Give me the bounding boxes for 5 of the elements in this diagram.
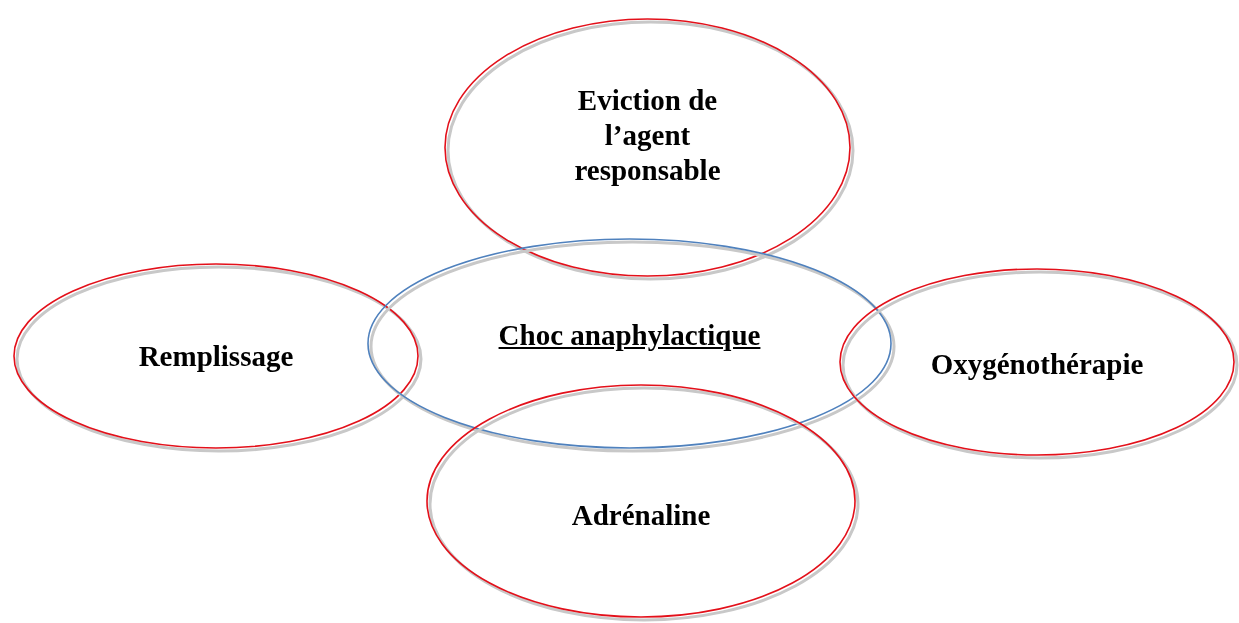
node-label: Choc anaphylactique: [498, 318, 761, 353]
node-label: Oxygénothérapie: [930, 346, 1144, 382]
node-label: Eviction de l’agent responsable: [573, 83, 722, 188]
node-label: Remplissage: [138, 338, 294, 374]
node-label: Adrénaline: [571, 497, 711, 533]
